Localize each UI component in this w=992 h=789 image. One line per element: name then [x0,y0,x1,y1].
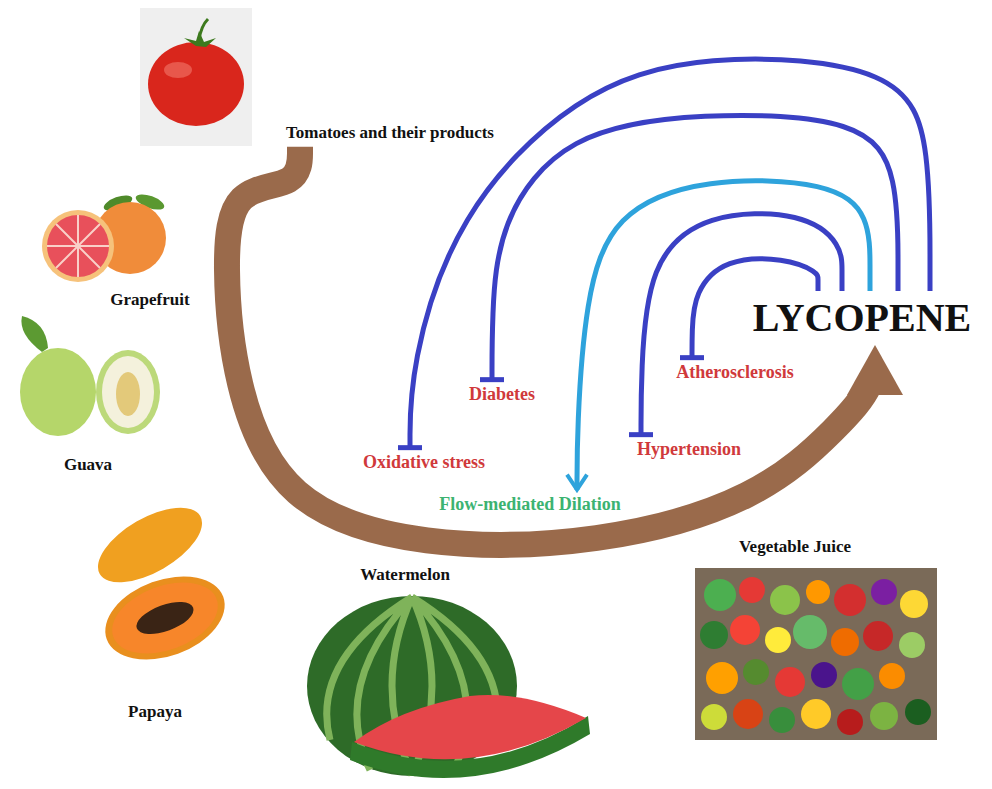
vegetable [730,615,760,645]
label-text: Oxidative stress [363,452,485,473]
label-text: Grapefruit [110,290,189,310]
vegetable [739,577,765,603]
vegetable [706,662,738,694]
tomato-body [148,42,244,126]
tomato-shine [164,62,192,78]
vegetable [801,699,831,729]
vegetable [704,579,736,611]
vegetable [831,628,859,656]
grapefruit-flesh [47,215,109,277]
label-text: Atherosclerosis [676,362,793,383]
tomato-picture [140,8,252,146]
vegetable [701,704,727,730]
vegetable [870,702,898,730]
vegetable [775,667,805,697]
vegetable [806,580,830,604]
effect-label: Flow-mediated Dilation [434,490,626,519]
label-text: Diabetes [469,384,535,405]
label-text: Hypertension [637,439,741,460]
vegetable [769,707,795,733]
tomato-stem [199,19,208,40]
effect-label: Hypertension [632,435,746,464]
effect-label: Atherosclerosis [671,358,798,387]
guava-flesh [102,356,154,428]
papaya-seeds [132,596,197,641]
slice-flesh [354,695,586,759]
inhibition-arc [410,59,930,447]
vegetable [905,699,931,725]
papaya-rind [94,561,237,675]
vegetable [834,584,866,616]
photo-ground [140,8,252,146]
vegetable [837,709,863,735]
papaya-picture [86,493,236,675]
papaya-flesh [102,569,227,667]
effect-label: Diabetes [464,380,540,409]
vegetable [842,668,874,700]
vegetable [770,585,800,615]
food-label: Tomatoes and their products [281,119,499,147]
vegetable [871,579,897,605]
effect-label: Oxidative stress [358,448,490,477]
guava-whole [20,348,96,436]
food-label: Guava [59,451,117,479]
vegetable [879,663,905,689]
vegetable [700,621,728,649]
vegetable [899,632,925,658]
guava-rind [96,350,160,434]
watermelon-picture [307,596,590,778]
label-text: Tomatoes and their products [286,123,494,143]
vegetable [743,659,769,685]
compound-label: LYCOPENE [748,291,977,345]
vegetable [793,615,827,649]
label-text: Guava [64,455,112,475]
vegetable [733,699,763,729]
food-label: Watermelon [355,561,455,589]
guava-picture [20,316,160,436]
leaf [21,316,48,352]
food-label: Papaya [123,698,187,726]
vegetable [811,662,837,688]
label-text: Vegetable Juice [739,537,851,557]
grapefruit-picture [42,191,166,282]
vegetable [900,590,928,618]
guava-seeds [116,372,140,416]
source-arrow [227,147,875,545]
vegetable-picture [695,568,937,740]
food-label: Grapefruit [105,286,194,314]
photo-ground [695,568,937,740]
vegetable [765,627,791,653]
food-label: Vegetable Juice [734,533,856,561]
vegetable [863,621,893,651]
label-text: LYCOPENE [753,295,972,341]
grapefruit-segments [47,215,109,277]
grapefruit-rind [42,210,114,282]
label-text: Flow-mediated Dilation [439,494,621,515]
label-text: Papaya [128,702,182,722]
label-text: Watermelon [360,565,450,585]
